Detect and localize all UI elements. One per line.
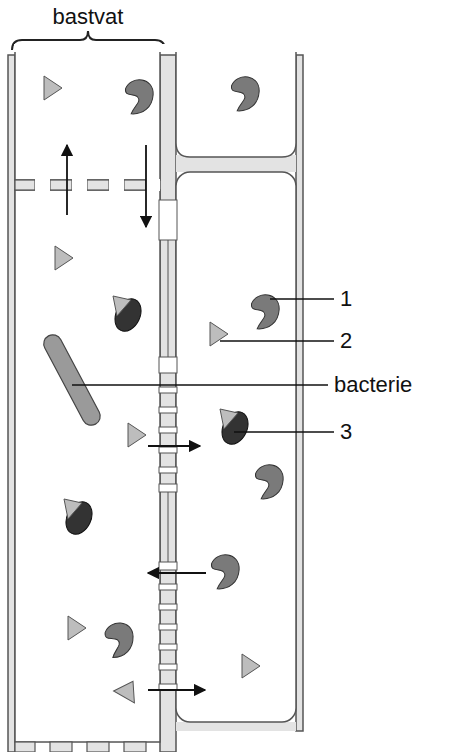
protein-molecule <box>124 78 156 115</box>
protein-complex <box>61 498 97 539</box>
callout-number: 3 <box>340 419 370 445</box>
transport-arrow <box>67 145 206 690</box>
sieve-pore <box>35 179 160 191</box>
cell-wall <box>176 722 296 731</box>
protein-molecule <box>103 620 138 659</box>
sugar-molecule <box>128 423 146 447</box>
plasmodesma <box>159 200 177 690</box>
sieve-tube-cell <box>15 50 160 180</box>
sugar-molecule <box>55 246 73 270</box>
cell-wall <box>296 55 303 731</box>
sieve-tube-cell <box>15 190 160 742</box>
leader-line <box>72 299 334 432</box>
sugar-molecule <box>242 654 260 678</box>
callout-number: 1 <box>340 286 370 312</box>
part-label: bacterie <box>334 372 444 398</box>
wall-midline <box>168 492 169 562</box>
sugar-molecule <box>68 616 86 640</box>
callout-number: 2 <box>340 328 370 354</box>
cell-wall <box>8 55 15 752</box>
protein-molecule <box>210 553 242 590</box>
protein-molecule <box>230 75 262 112</box>
wall-midline <box>168 240 169 357</box>
protein-complex <box>110 295 146 336</box>
part-label: bastvat <box>48 4 128 30</box>
sugar-molecule <box>44 76 62 100</box>
companion-cell <box>176 50 296 157</box>
companion-cell <box>176 172 296 722</box>
sugar-molecule <box>114 675 144 703</box>
cell-wall <box>160 55 176 752</box>
sugar-molecule <box>210 322 228 346</box>
protein-complex <box>217 408 253 449</box>
protein-molecule <box>254 463 286 500</box>
protein-molecule <box>250 293 282 330</box>
sieve-plate <box>15 180 146 752</box>
bacterium <box>41 332 104 429</box>
top-cut <box>14 44 304 52</box>
